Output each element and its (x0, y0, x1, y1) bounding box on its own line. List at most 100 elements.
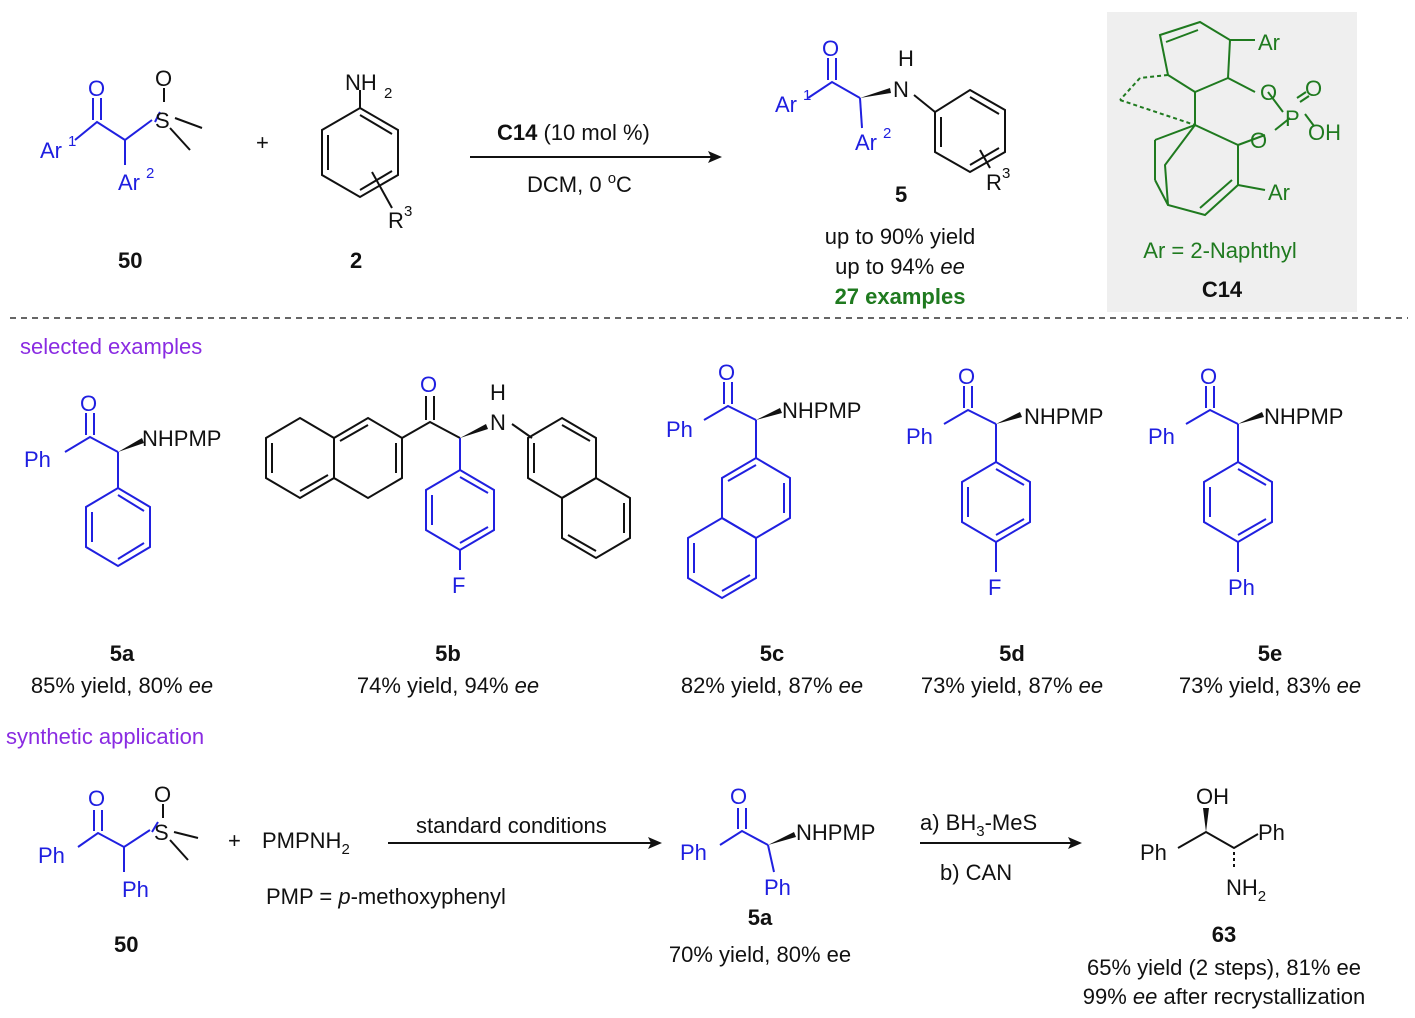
atom-o: O (718, 360, 735, 385)
atom-ph: Ph (666, 417, 693, 442)
catalyst-label: C14 (1202, 277, 1243, 302)
solvent-temp: DCM, 0 (527, 172, 608, 197)
atom-p-o: O (1305, 76, 1322, 101)
amine-sub: 2 (341, 841, 349, 858)
step-b: b) CAN (940, 860, 1012, 885)
plus-sign-2: + (228, 828, 241, 853)
ee-word: ee (940, 254, 964, 279)
amine-reagent: PMPNH (262, 828, 341, 853)
application-start-50: O Ph Ph S O 50 (38, 782, 199, 957)
compound-label-2: 2 (350, 248, 362, 273)
atom-nh: NH (345, 70, 377, 95)
amine-group: NHPMP (1264, 404, 1343, 429)
compound-label-50b: 50 (114, 932, 138, 957)
example-5c: O Ph NHPMP 5c 82% yield, 87% ee (666, 360, 863, 698)
atom-ar-top: Ar (1258, 30, 1280, 55)
atom-ar1: Ar (40, 138, 62, 163)
ee-word: ee (189, 673, 213, 698)
atom-r3: R (388, 208, 404, 233)
yield-summary: up to 90% yield (825, 224, 975, 249)
atom-ph-2: Ph (1258, 820, 1285, 845)
atom-s-o: O (154, 782, 171, 807)
ee-word: ee (515, 673, 539, 698)
stats-63-pre: 99% (1083, 984, 1133, 1009)
step-a-post: -MeS (985, 810, 1038, 835)
application-mid-5a: O Ph Ph NHPMP 5a 70% yield, 80% ee (669, 784, 876, 967)
stats-63-rest: after recrystallization (1157, 984, 1365, 1009)
atom-ar2-sup: 2 (146, 165, 154, 182)
degree-symbol: o (608, 170, 616, 187)
ee-word: ee (1337, 673, 1361, 698)
atom-o2: O (1250, 128, 1267, 153)
atom-n: N (490, 410, 506, 435)
atom-o: O (88, 76, 105, 101)
atom-o1: O (1260, 80, 1277, 105)
svg-text:PMPNH2: PMPNH2 (262, 828, 350, 858)
stats-5b: 74% yield, 94% (357, 673, 515, 698)
plus-sign: + (256, 130, 269, 155)
atom-ar1-sup: 1 (68, 133, 76, 150)
atom-f: F (452, 573, 465, 598)
catalyst-name: C14 (497, 120, 538, 145)
atom-ph: Ph (38, 843, 65, 868)
svg-text:73% yield, 87% ee: 73% yield, 87% ee (921, 673, 1103, 698)
ee-summary: up to 94% (835, 254, 940, 279)
ee-word: ee (1079, 673, 1103, 698)
atom-o: O (822, 36, 839, 61)
atom-f: F (988, 575, 1001, 600)
stats-5a: 85% yield, 80% (31, 673, 189, 698)
catalyst-definition: Ar = 2-Naphthyl (1143, 238, 1296, 263)
amine-group: NHPMP (796, 820, 875, 845)
arrow-label-standard: standard conditions (416, 813, 607, 838)
application-final-63: OH Ph Ph NH2 63 65% yield (2 steps), 81%… (1083, 784, 1366, 1009)
atom-ar1: Ar (775, 92, 797, 117)
atom-ph: Ph (24, 447, 51, 472)
stats-63-line1: 65% yield (2 steps), 81% ee (1087, 955, 1361, 980)
catalyst-panel (1107, 12, 1357, 312)
atom-s-o: O (155, 66, 172, 91)
compound-label-5e: 5e (1258, 641, 1282, 666)
example-5d: O Ph NHPMP F 5d 73% yield, 87% ee (906, 364, 1103, 698)
compound-label-5: 5 (895, 182, 907, 207)
reaction-arrow-top: C14 (10 mol %) DCM, 0 oC (470, 120, 722, 197)
atom-r3-sup: 3 (1002, 165, 1010, 182)
svg-text:C14 (10 mol %): C14 (10 mol %) (497, 120, 650, 145)
atom-oh: OH (1308, 120, 1341, 145)
atom-o: O (1200, 364, 1217, 389)
svg-text:85% yield, 80% ee: 85% yield, 80% ee (31, 673, 213, 698)
section-title-synthetic: synthetic application (6, 724, 204, 749)
pmp-def-p: p (337, 884, 350, 909)
compound-label-5a: 5a (110, 641, 135, 666)
atom-h: H (490, 380, 506, 405)
compound-label-63: 63 (1212, 922, 1236, 947)
svg-text:73% yield, 83% ee: 73% yield, 83% ee (1179, 673, 1361, 698)
atom-ar2: Ar (118, 170, 140, 195)
atom-o: O (80, 391, 97, 416)
amine-group: NHPMP (1024, 404, 1103, 429)
amine-group: NHPMP (142, 426, 221, 451)
atom-s: S (155, 108, 170, 133)
atom-ar2: Ar (855, 130, 877, 155)
atom-s: S (154, 820, 169, 845)
arrow-reduction: a) BH3-MeS b) CAN (920, 810, 1082, 885)
svg-text:NH2: NH2 (1226, 875, 1266, 905)
example-5b: O H N F 5b 74% yield, 94% ee (265, 372, 631, 698)
atom-nh-sub: 2 (384, 85, 392, 102)
arrow-standard: standard conditions (388, 813, 662, 849)
atom-ph-2: Ph (764, 875, 791, 900)
atom-ar2-sup: 2 (883, 125, 891, 142)
example-5e: O Ph NHPMP Ph 5e 73% yield, 83% ee (1148, 364, 1361, 698)
atom-ph: Ph (906, 424, 933, 449)
compound-label-5d: 5d (999, 641, 1025, 666)
atom-n: N (893, 77, 909, 102)
svg-text:99% ee after recrystallization: 99% ee after recrystallization (1083, 984, 1366, 1009)
amine-group: NHPMP (782, 398, 861, 423)
atom-ph: Ph (1140, 840, 1167, 865)
compound-2: NH 2 R 3 2 (321, 70, 412, 273)
atom-ph: Ph (680, 840, 707, 865)
stats-5d: 73% yield, 87% (921, 673, 1079, 698)
atom-nh-sub: 2 (1258, 888, 1266, 905)
atom-o: O (958, 364, 975, 389)
atom-oh: OH (1196, 784, 1229, 809)
